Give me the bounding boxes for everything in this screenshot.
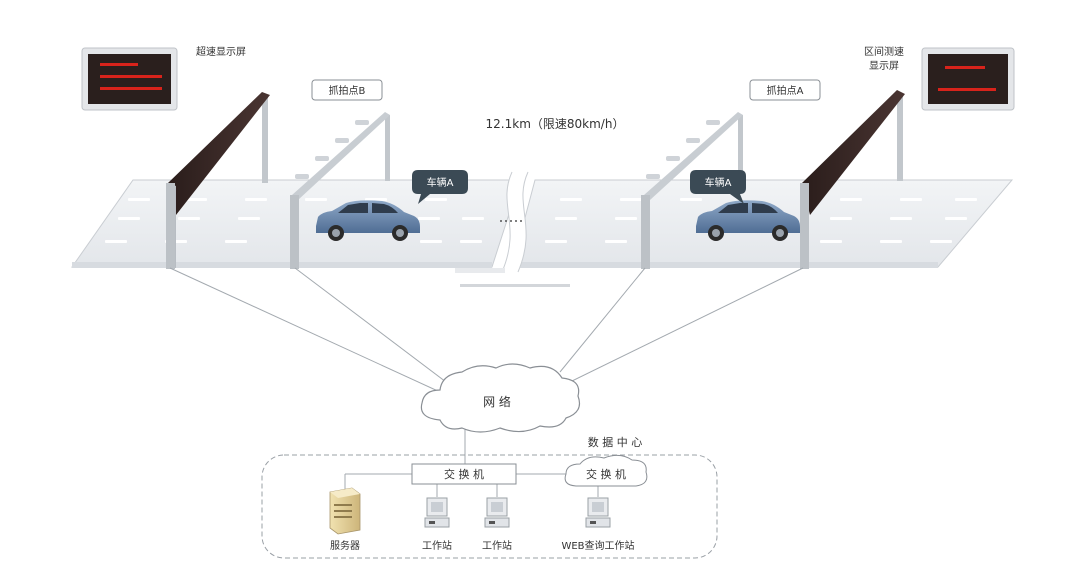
network-label: 网 络: [483, 394, 511, 409]
switch-main-label: 交 换 机: [444, 467, 484, 481]
road-edge-right: [512, 262, 938, 268]
road-break-mark: [502, 168, 528, 276]
camera-icon: [646, 120, 720, 179]
server-label: 服务器: [330, 539, 360, 552]
capture-point-a-label: 抓拍点A: [767, 84, 804, 97]
cloud-icon: 网 络: [420, 363, 581, 433]
car-icon: [316, 200, 420, 241]
distance-limit-label: 12.1km（限速80km/h）: [486, 117, 625, 131]
car-icon: [696, 200, 800, 241]
vehicle-label-left-text: 车辆A: [427, 176, 454, 189]
workstation-2-label: 工作站: [482, 539, 512, 552]
server-icon: [329, 487, 361, 535]
camera-icon: [295, 120, 369, 179]
data-center-label: 数 据 中 心: [588, 435, 643, 449]
web-workstation-label: WEB查询工作站: [561, 539, 634, 552]
capture-point-b-label: 抓拍点B: [329, 84, 366, 97]
led-display-icon: [921, 47, 1015, 111]
switch-cloud: 交 换 机: [564, 454, 648, 487]
road-edge-left: [72, 262, 492, 268]
section-speed-gantry-right: [800, 90, 905, 269]
workstation-icon: [424, 497, 450, 528]
data-center-region: 数 据 中 心: [261, 435, 718, 559]
lane-markings-left: [105, 198, 484, 243]
switch-cloud-label: 交 换 机: [586, 467, 626, 481]
workstation-icon: [484, 497, 510, 528]
capture-point-a-box: 抓拍点A: [749, 79, 821, 101]
overspeed-gantry-left: [166, 92, 270, 269]
switch-main: 交 换 机: [411, 463, 517, 485]
capture-gantry-a: [641, 112, 743, 269]
lane-markings-right: [545, 198, 977, 243]
vehicle-label-left: 车辆A: [412, 170, 468, 204]
overspeed-screen-label: 超速显示屏: [196, 45, 246, 58]
workstation-icon: [585, 497, 611, 528]
capture-point-b-box: 抓拍点B: [311, 79, 383, 101]
road: [71, 168, 1014, 287]
workstation-1-label: 工作站: [422, 539, 452, 552]
led-display-icon: [81, 47, 178, 111]
capture-gantry-b: [290, 112, 390, 269]
vehicle-label-right: 车辆A: [690, 170, 746, 204]
vehicle-label-right-text: 车辆A: [705, 176, 732, 189]
section-speed-screen-label-2: 显示屏: [869, 60, 899, 72]
network-connection-lines: [169, 267, 804, 497]
section-speed-screen-label-1: 区间测速: [864, 45, 904, 58]
